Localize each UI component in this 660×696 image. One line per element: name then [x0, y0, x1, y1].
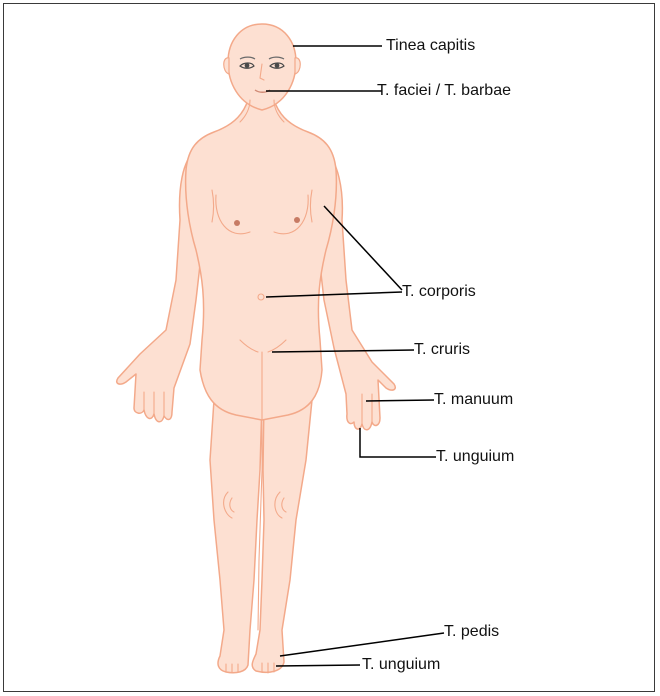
left-leg	[210, 400, 262, 673]
leader-pedis	[280, 633, 444, 656]
label-unguium-foot: T. unguium	[362, 656, 440, 674]
leader-unguium-hand	[360, 428, 436, 457]
label-cruris: T. cruris	[414, 341, 470, 359]
label-pedis: T. pedis	[444, 623, 499, 641]
right-nipple	[294, 217, 300, 223]
label-corporis: T. corporis	[402, 283, 476, 301]
left-iris	[245, 63, 250, 68]
left-ear	[224, 58, 229, 74]
label-tinea-capitis: Tinea capitis	[386, 37, 475, 55]
leader-unguium-foot	[276, 665, 360, 666]
right-ear	[295, 58, 300, 74]
right-iris	[275, 63, 280, 68]
leader-manuum	[366, 400, 434, 401]
label-manuum: T. manuum	[434, 391, 513, 409]
label-unguium-hand: T. unguium	[436, 448, 514, 466]
label-faciei-barbae: T. faciei / T. barbae	[377, 82, 511, 100]
left-nipple	[234, 220, 240, 226]
torso	[186, 100, 337, 420]
